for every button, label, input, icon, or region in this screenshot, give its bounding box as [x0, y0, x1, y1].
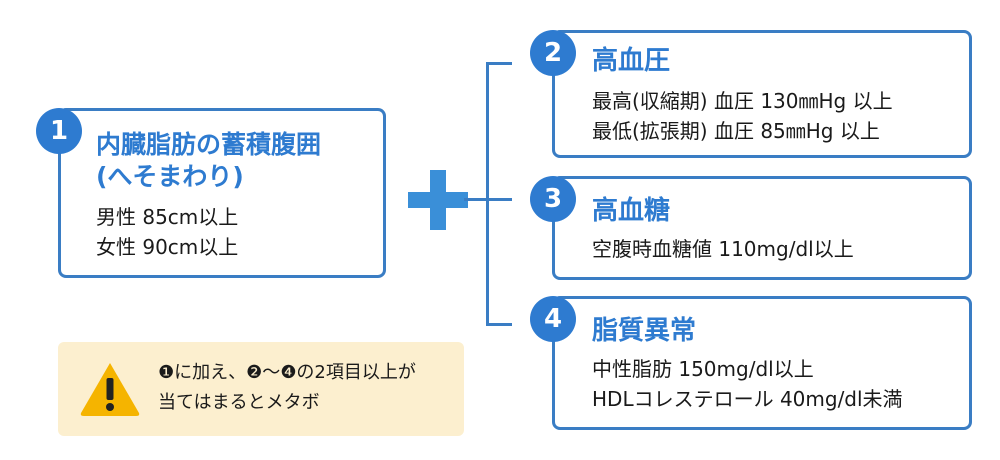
- item3-line-glucose: 空腹時血糖値 110mg/dl以上: [592, 237, 854, 261]
- item1-number-badge: 1: [36, 108, 82, 154]
- item4-number-badge: 4: [530, 296, 576, 342]
- item2-box: [552, 30, 972, 158]
- warning-icon: [80, 363, 140, 416]
- item1-title-line2: (へそまわり): [96, 162, 244, 191]
- bracket-vertical: [486, 62, 489, 326]
- metabo-note: ❶に加え、❷～❹の2項目以上が 当てはまるとメタボ: [58, 342, 464, 436]
- item4-line-hdl: HDLコレステロール 40mg/dl未満: [592, 387, 903, 411]
- note-line1: ❶に加え、❷～❹の2項目以上が: [158, 362, 416, 383]
- item2-number-badge: 2: [530, 30, 576, 76]
- item2-line-diastolic: 最低(拡張期) 血圧 85㎜Hg 以上: [592, 119, 880, 143]
- item1-line-male: 男性 85cm以上: [96, 205, 239, 229]
- item1-box: [58, 108, 386, 278]
- bracket-middle-arm: [486, 198, 512, 201]
- bracket-top-arm: [486, 62, 512, 65]
- item3-box: [552, 176, 972, 280]
- item3-number-badge: 3: [530, 176, 576, 222]
- plus-symbol: [408, 170, 468, 230]
- bracket-bottom-arm: [486, 323, 512, 326]
- item1-line-female: 女性 90cm以上: [96, 235, 239, 259]
- item2-line-systolic: 最高(収縮期) 血圧 130㎜Hg 以上: [592, 89, 893, 113]
- item2-title: 高血圧: [592, 46, 671, 76]
- item4-title: 脂質異常: [592, 316, 697, 346]
- item3-title: 高血糖: [592, 196, 671, 226]
- item4-line-triglyceride: 中性脂肪 150mg/dl以上: [592, 357, 814, 381]
- item4-box: [552, 296, 972, 430]
- note-line2: 当てはまるとメタボ: [158, 392, 320, 413]
- bracket-stem: [464, 198, 488, 201]
- item1-title-line1: 内臓脂肪の蓄積腹囲: [96, 130, 322, 159]
